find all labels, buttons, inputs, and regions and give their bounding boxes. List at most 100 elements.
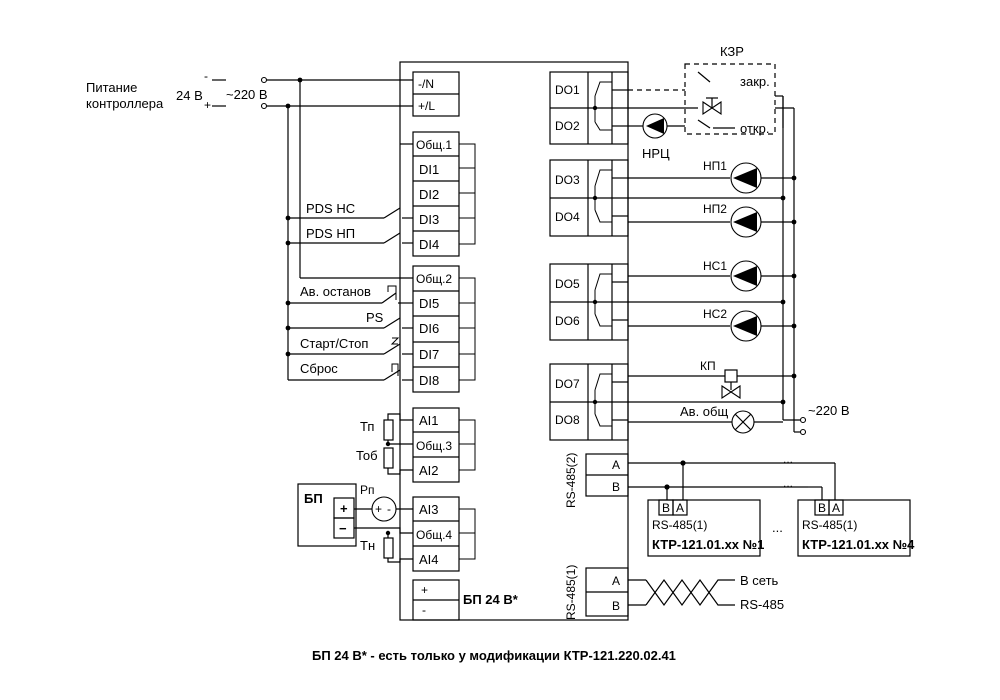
terminal-do6: DO6	[555, 314, 580, 328]
emergency-stop-button: Ав. останов	[285, 284, 413, 306]
external-power-supply: БП + − + - Рп	[297, 483, 413, 547]
kzr-open-label: откр.	[740, 121, 769, 136]
ps-label: PS	[366, 310, 384, 325]
rp-plus: +	[375, 502, 382, 516]
terminal-di5: DI5	[419, 296, 439, 311]
bp24-plus: +	[421, 583, 428, 597]
np2-pump: НП2	[628, 202, 797, 238]
controller-housing	[399, 61, 629, 621]
np2-label: НП2	[703, 202, 727, 216]
mains-terminals: ~220 В	[783, 403, 850, 436]
bp-plus: +	[340, 501, 348, 516]
rs485-network-label: RS-485	[740, 597, 784, 612]
bp24-label: БП 24 В*	[463, 592, 519, 607]
kzr-valve: КЗР закр. откр.	[628, 44, 784, 136]
kzr-label: КЗР	[720, 44, 744, 59]
rs485-network: ... ...	[628, 452, 836, 500]
terminal-ai1: AI1	[419, 413, 439, 428]
terminal-di8: DI8	[419, 373, 439, 388]
di-group-1: Общ.1 DI1 DI2 DI3 DI4	[412, 131, 476, 257]
bp-minus: −	[339, 521, 347, 536]
emergency-stop-label: Ав. останов	[300, 284, 371, 299]
rs485-2-terminals: A B RS-485(2)	[564, 453, 629, 508]
terminal-common-2: Общ.2	[416, 272, 452, 286]
np1-label: НП1	[703, 159, 727, 173]
terminal-di3: DI3	[419, 212, 439, 227]
bus-b-ellipsis: ...	[783, 476, 793, 490]
ktr-device-4: B A RS-485(1) КТР-121.01.xx №4	[797, 499, 915, 557]
kp-valve: КП	[628, 359, 797, 405]
supply-label-line2: контроллера	[86, 96, 164, 111]
rs485-2-b: B	[612, 480, 620, 494]
terminal-do1: DO1	[555, 83, 580, 97]
do-block-4: DO7 DO8	[549, 363, 629, 441]
supply-label-line1: Питание	[86, 80, 137, 95]
device1-b: B	[662, 501, 670, 515]
nc2-pump: НС2	[628, 307, 797, 342]
device4-port: RS-485(1)	[802, 518, 857, 532]
terminal-ai3: AI3	[419, 502, 439, 517]
rs485-1-a: A	[612, 574, 620, 588]
terminal-l: +/L	[418, 99, 435, 113]
terminal-do5: DO5	[555, 277, 580, 291]
power-terminal-block: -/N +/L	[412, 71, 460, 117]
controller-supply: Питание контроллера 24 В - + ~220 В	[86, 69, 413, 380]
terminal-do2: DO2	[555, 119, 580, 133]
rs485-2-label: RS-485(2)	[564, 453, 578, 508]
terminal-di1: DI1	[419, 162, 439, 177]
device4-label: КТР-121.01.xx №4	[802, 537, 915, 552]
devices-ellipsis: ...	[772, 520, 783, 535]
pds-np-sensor: PDS НП	[285, 226, 413, 246]
terminal-n: -/N	[418, 77, 434, 91]
do-block-1: DO1 DO2	[549, 71, 629, 145]
rp-label: Рп	[360, 483, 375, 497]
supply-dc-label: 24 В	[176, 88, 203, 103]
ktr-device-1: B A RS-485(1) КТР-121.01.xx №1	[647, 499, 764, 557]
rs485-2-a: A	[612, 458, 620, 472]
start-stop-switch: Старт/Стоп	[285, 336, 413, 357]
do-block-2: DO3 DO4	[549, 159, 629, 237]
mains-label: ~220 В	[808, 403, 850, 418]
supply-minus: -	[204, 69, 208, 83]
nrc-label: НРЦ	[642, 146, 670, 161]
terminal-ai4: AI4	[419, 552, 439, 567]
nc2-label: НС2	[703, 307, 727, 321]
temp-sensor-tp: Тп	[360, 413, 413, 444]
bp-label: БП	[304, 491, 323, 506]
reset-label: Сброс	[300, 361, 338, 376]
nc1-label: НС1	[703, 259, 727, 273]
device1-port: RS-485(1)	[652, 518, 707, 532]
terminal-do3: DO3	[555, 173, 580, 187]
terminal-do7: DO7	[555, 377, 580, 391]
temp-sensor-tn: Тн	[360, 530, 413, 563]
supply-ac-label: ~220 В	[226, 87, 268, 102]
terminal-do4: DO4	[555, 210, 580, 224]
supply-plus: +	[204, 98, 211, 112]
rp-minus: -	[387, 502, 391, 516]
device4-a: A	[832, 501, 840, 515]
tp-label: Тп	[360, 419, 374, 434]
terminal-ai2: AI2	[419, 463, 439, 478]
device1-a: A	[676, 501, 684, 515]
terminal-common-1: Общ.1	[416, 138, 452, 152]
ai-group-2: AI3 Общ.4 AI4	[412, 496, 476, 572]
rs485-1-terminals: A B RS-485(1)	[564, 565, 629, 620]
kp-label: КП	[700, 359, 716, 373]
start-stop-label: Старт/Стоп	[300, 336, 368, 351]
bp24-minus: -	[422, 603, 426, 617]
terminal-di7: DI7	[419, 347, 439, 362]
terminal-di6: DI6	[419, 321, 439, 336]
terminal-common-4: Общ.4	[416, 528, 452, 542]
pds-nc-label: PDS НС	[306, 201, 355, 216]
tob-label: Тоб	[356, 448, 378, 463]
footnote: БП 24 В* - есть только у модификации КТР…	[312, 648, 676, 663]
rs485-1-label: RS-485(1)	[564, 565, 578, 620]
np1-pump: НП1	[628, 159, 797, 201]
pds-np-label: PDS НП	[306, 226, 355, 241]
terminal-di2: DI2	[419, 187, 439, 202]
nrc-pump-icon: НРЦ	[628, 113, 685, 161]
bus-a-ellipsis: ...	[783, 452, 793, 466]
tn-label: Тн	[360, 538, 375, 553]
rs485-1-b: B	[612, 599, 620, 613]
